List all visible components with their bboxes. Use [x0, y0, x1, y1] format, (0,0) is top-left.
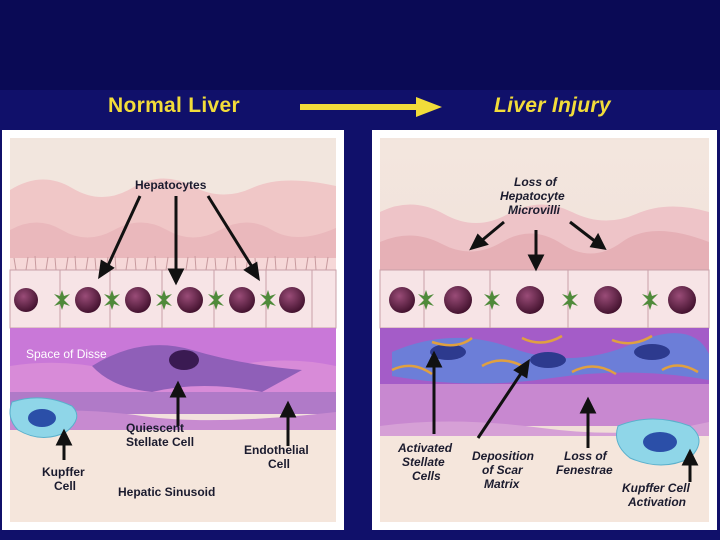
liver-injury-illustration: Loss of Hepatocyte Microvilli Activated …	[372, 130, 717, 530]
fenestrae-label-line1: Loss of	[564, 449, 608, 463]
endothelial-label-line2: Cell	[268, 457, 290, 471]
microvilli-label-line1: Loss of	[514, 175, 558, 189]
quiescent-label-line1: Quiescent	[126, 421, 184, 435]
hepatic-sinusoid-label: Hepatic Sinusoid	[118, 485, 215, 499]
normal-liver-title: Normal Liver	[108, 94, 240, 118]
nucleus-icon	[229, 287, 255, 313]
quiescent-label-line2: Stellate Cell	[126, 435, 194, 449]
normal-liver-illustration: Hepatocytes Space of Disse Quiescent Ste…	[2, 130, 344, 530]
microvilli-label-line2: Hepatocyte	[500, 189, 565, 203]
scar-label-line1: Deposition	[472, 449, 534, 463]
fenestrae-label-line2: Fenestrae	[556, 463, 613, 477]
kupffer-cell	[10, 398, 77, 438]
activated-label-line3: Cells	[412, 469, 441, 483]
kupffer-label-line2: Cell	[54, 479, 76, 493]
activated-label-line1: Activated	[397, 441, 453, 455]
kupffer-activation-label-line2: Activation	[627, 495, 686, 509]
space-of-disse-label: Space of Disse	[26, 347, 107, 361]
transition-arrow-icon	[296, 96, 446, 118]
hepatocytes-label: Hepatocytes	[135, 178, 207, 192]
nucleus-icon	[668, 286, 696, 314]
nucleus-icon	[279, 287, 305, 313]
nucleus-icon	[389, 287, 415, 313]
nucleus-icon	[516, 286, 544, 314]
microvilli-label-line3: Microvilli	[508, 203, 561, 217]
nucleus-icon	[594, 286, 622, 314]
nucleus-icon	[177, 287, 203, 313]
kupffer-label-line1: Kupffer	[42, 465, 85, 479]
kupffer-activation-label-line1: Kupffer Cell	[622, 481, 690, 495]
endothelial-label-line1: Endothelial	[244, 443, 309, 457]
activated-label-line2: Stellate	[402, 455, 445, 469]
scar-label-line2: of Scar	[482, 463, 524, 477]
nucleus-icon	[75, 287, 101, 313]
nucleus-icon	[444, 286, 472, 314]
liver-injury-title: Liver Injury	[494, 94, 611, 118]
scar-label-line3: Matrix	[484, 477, 521, 491]
hepatocyte-row-injured	[380, 270, 709, 328]
slide-top-band	[0, 0, 720, 90]
nucleus-icon	[125, 287, 151, 313]
nucleus-icon	[14, 288, 38, 312]
